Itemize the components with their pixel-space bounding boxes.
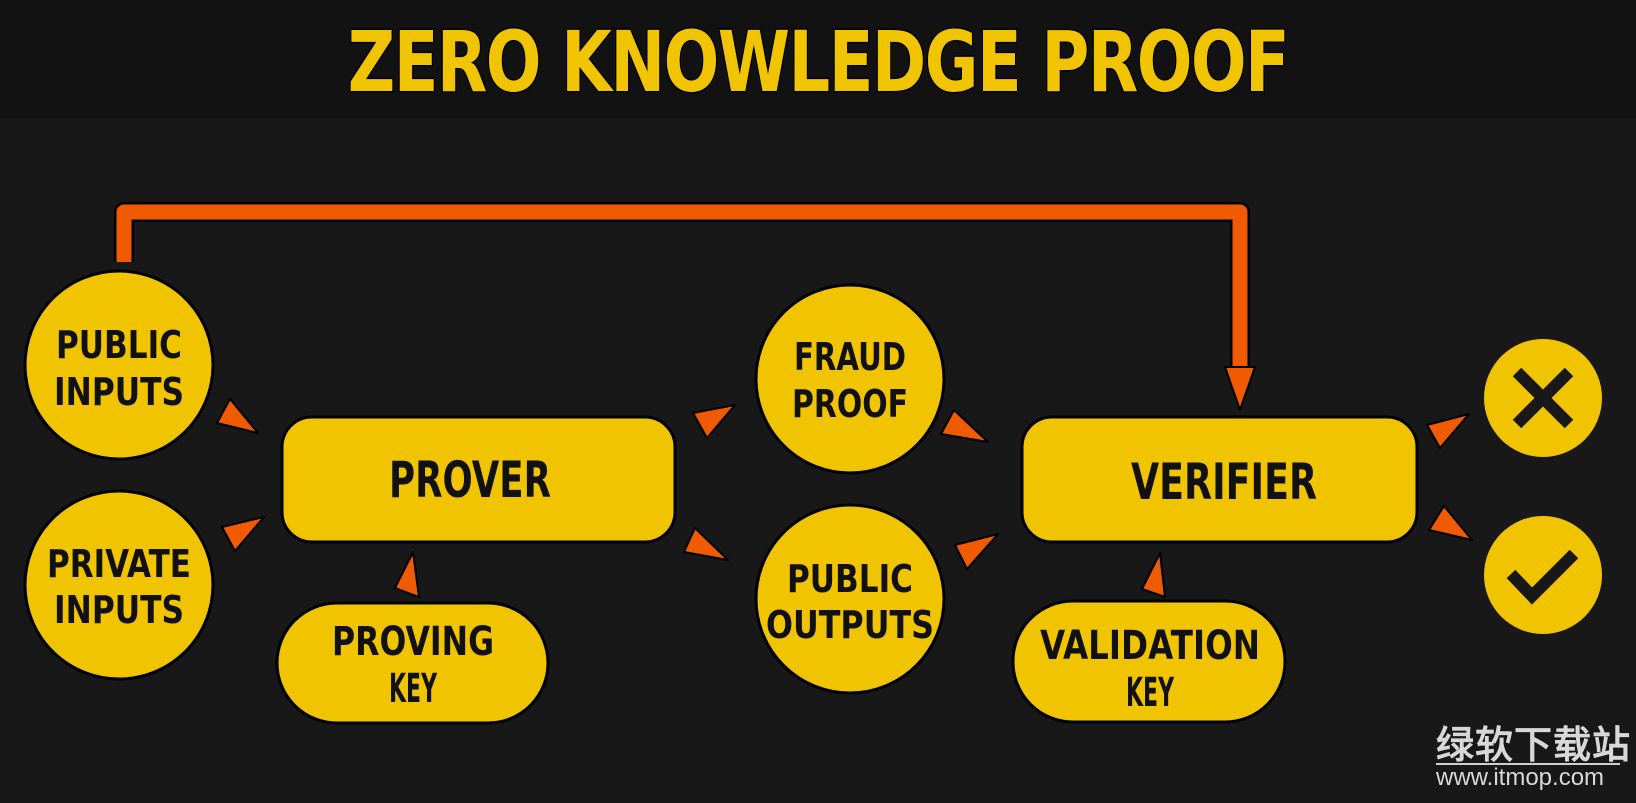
diagram-title: ZERO KNOWLEDGE PROOF bbox=[347, 12, 1291, 113]
watermark-url: www.itmop.com bbox=[1436, 764, 1605, 791]
node-public-inputs: PUBLIC INPUTS bbox=[23, 269, 215, 461]
checkmark-icon bbox=[1506, 549, 1579, 605]
flow-arrowheads bbox=[216, 398, 1473, 598]
svg-text:INPUTS: INPUTS bbox=[54, 370, 184, 414]
svg-text:PUBLIC: PUBLIC bbox=[56, 323, 182, 367]
node-verifier: VERIFIER bbox=[1020, 415, 1419, 544]
node-prover: PROVER bbox=[280, 415, 677, 544]
svg-text:PROVING: PROVING bbox=[332, 619, 494, 665]
arrowhead-validation-key-to-verifier bbox=[1141, 552, 1166, 598]
arrowhead-public-inputs-to-prover bbox=[216, 398, 259, 434]
svg-text:VERIFIER: VERIFIER bbox=[1131, 453, 1317, 511]
elbow-connector-arrow bbox=[114, 202, 1256, 411]
node-public-outputs: PUBLIC OUTPUTS bbox=[754, 503, 946, 695]
svg-text:KEY: KEY bbox=[1126, 670, 1175, 716]
svg-text:KEY: KEY bbox=[389, 666, 438, 712]
arrowhead-prover-to-public-outputs bbox=[683, 527, 729, 561]
svg-text:PRIVATE: PRIVATE bbox=[47, 542, 191, 586]
svg-text:VALIDATION: VALIDATION bbox=[1040, 623, 1260, 669]
header-bar bbox=[0, 0, 1636, 118]
svg-text:INPUTS: INPUTS bbox=[54, 588, 184, 632]
arrowhead-verifier-to-reject bbox=[1426, 413, 1470, 449]
node-private-inputs: PRIVATE INPUTS bbox=[23, 489, 215, 681]
svg-text:PUBLIC: PUBLIC bbox=[787, 557, 913, 601]
node-proving-key: PROVING KEY bbox=[275, 601, 550, 725]
arrowhead-verifier-to-accept bbox=[1428, 505, 1473, 541]
node-reject-result bbox=[1484, 339, 1602, 457]
node-accept-result bbox=[1484, 516, 1602, 634]
svg-text:PROOF: PROOF bbox=[792, 382, 908, 426]
arrowhead-prover-to-fraud-proof bbox=[692, 404, 736, 439]
arrowhead-public-outputs-to-verifier bbox=[954, 533, 999, 570]
arrowhead-fraud-proof-to-verifier bbox=[940, 409, 989, 443]
svg-text:OUTPUTS: OUTPUTS bbox=[766, 603, 934, 647]
svg-text:PROVER: PROVER bbox=[389, 451, 551, 509]
arrowhead-private-inputs-to-prover bbox=[221, 516, 265, 552]
arrowhead-proving-key-to-prover bbox=[394, 551, 420, 598]
watermark-divider bbox=[1436, 763, 1620, 765]
node-fraud-proof: FRAUD PROOF bbox=[754, 283, 946, 475]
x-icon bbox=[1512, 367, 1574, 429]
watermark-text: 绿软下载站 bbox=[1436, 723, 1632, 767]
node-validation-key: VALIDATION KEY bbox=[1011, 599, 1287, 724]
svg-text:FRAUD: FRAUD bbox=[794, 335, 906, 379]
